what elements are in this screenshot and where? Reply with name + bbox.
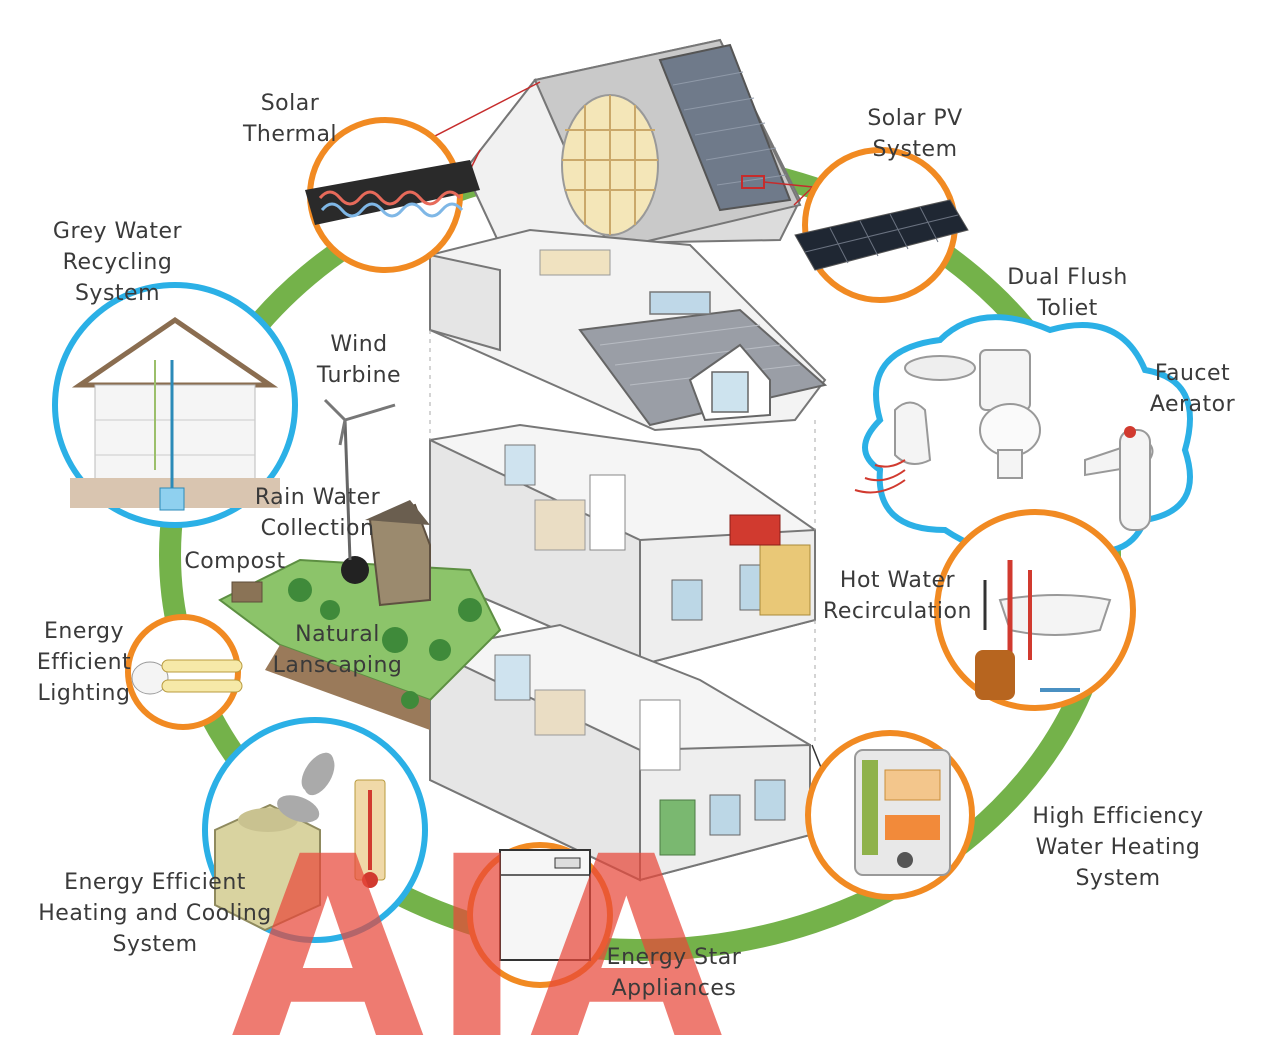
- dishwasher-icon: [467, 842, 613, 988]
- label-dual-flush: Dual Flush Toliet: [1007, 265, 1128, 321]
- hot-water-recirculation-icon: [934, 509, 1136, 711]
- label-efficient-lighting: Energy Efficient Lighting: [36, 619, 132, 706]
- roof-section: [463, 38, 802, 252]
- label-faucet-aerator: Faucet Aerator: [1149, 361, 1236, 417]
- rain-barrel: [341, 556, 369, 584]
- label-grey-water: Grey Water Recycling System: [52, 219, 183, 306]
- solar-thermal-collector-icon: [305, 117, 480, 273]
- label-solar-thermal: Solar Thermal: [242, 91, 338, 147]
- label-rain-water: Rain Water Collection: [254, 485, 381, 541]
- label-solar-pv: Solar PV System: [867, 106, 963, 162]
- dual-flush-toilet-icon: [854, 314, 1193, 556]
- cfl-bulb-icon: [125, 614, 243, 730]
- label-energy-star: Energy Star Appliances: [606, 945, 742, 1001]
- tankless-water-heater-icon: [805, 730, 975, 900]
- grey-water-house-icon: [52, 282, 298, 528]
- hvac-unit-icon: [202, 717, 428, 943]
- middle-floor: [429, 423, 816, 667]
- wind-turbine: [323, 398, 396, 561]
- label-wind-turbine: Wind Turbine: [316, 332, 402, 388]
- garden-yard: [218, 398, 502, 730]
- solar-pv-panel-icon: [794, 147, 969, 303]
- label-heating-cooling: Energy Efficient Heating and Cooling Sys…: [38, 870, 272, 957]
- ground-floor: [429, 623, 811, 882]
- label-hot-water: Hot Water Recirculation: [823, 568, 972, 624]
- label-high-efficiency-water: High Efficiency Water Heating System: [1032, 804, 1204, 891]
- house-exploded-view: [429, 38, 828, 882]
- label-natural-landscaping: Natural Lanscaping: [272, 622, 403, 678]
- watermark-text: AIA: [231, 803, 729, 1040]
- label-compost: Compost: [184, 549, 286, 574]
- attic-floor: [429, 228, 828, 432]
